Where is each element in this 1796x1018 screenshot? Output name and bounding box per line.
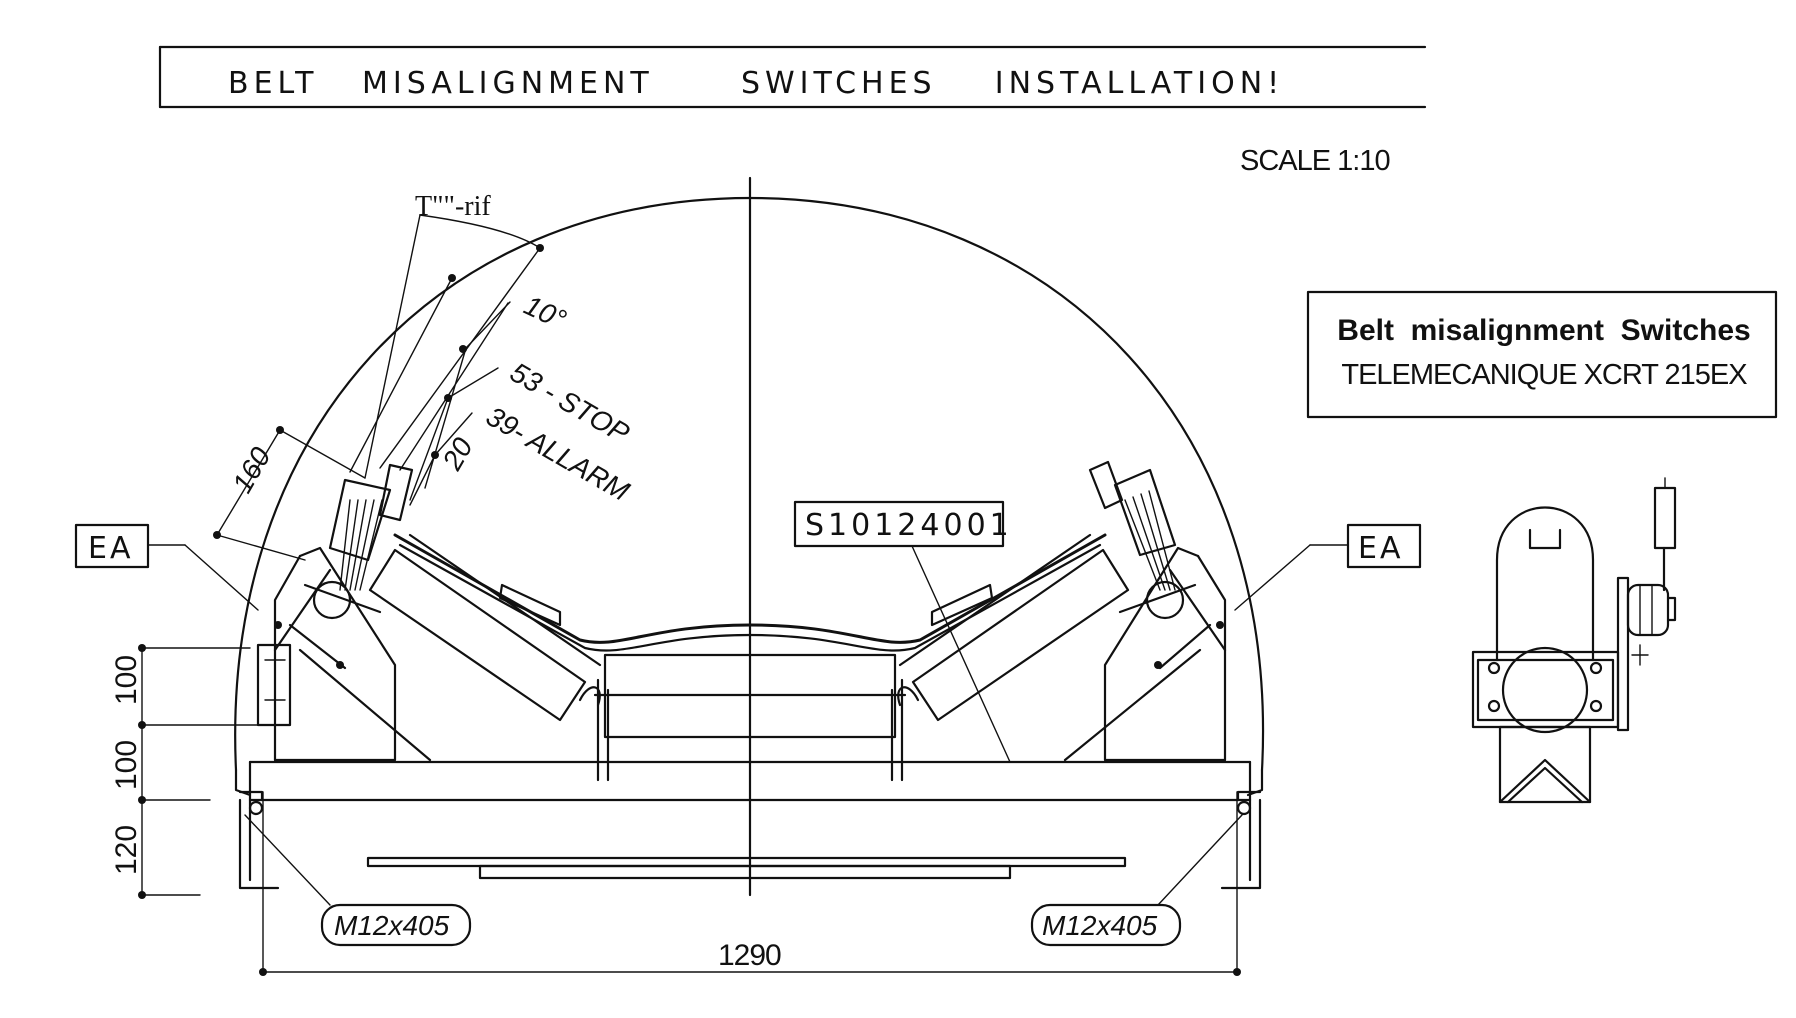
scale-label: SCALE 1:10: [1240, 145, 1390, 177]
center-roller: [593, 653, 907, 782]
left-bolt: M12x405: [244, 791, 472, 971]
ea-left-tag: EA: [74, 523, 259, 611]
right-bolt: M12x405: [1030, 791, 1252, 971]
right-wing-roller: [897, 533, 1130, 722]
part-number-tag: S10124001: [793, 500, 1013, 763]
ea-left-label: EA: [88, 531, 133, 566]
dimension-20: 20: [436, 432, 479, 476]
dimension-100-upper: 100: [110, 655, 143, 705]
dimension-160: 160: [226, 442, 276, 498]
width-dimension-label: 1290: [718, 939, 781, 972]
dimension-120: 120: [110, 825, 143, 875]
width-dimension: [259, 968, 1241, 976]
left-misalignment-switch: [274, 463, 414, 670]
angle-label: 10°: [519, 289, 570, 335]
right-misalignment-switch: [1088, 460, 1224, 670]
angle-ref-label: T""-rif: [415, 191, 491, 222]
dimension-100-lower: 100: [110, 740, 143, 790]
info-box-subtitle: TELEMECANIQUE XCRT 215EX: [1341, 359, 1747, 391]
info-box-title: Belt misalignment Switches: [1337, 314, 1750, 347]
left-wing-roller: [368, 533, 602, 722]
ea-right-label: EA: [1358, 531, 1403, 566]
right-side-bracket: [1063, 546, 1262, 890]
bolt-left-label: M12x405: [334, 910, 450, 941]
guard-side-right: [1246, 768, 1264, 797]
conveyor-belt: [393, 533, 1107, 644]
switch-dimension-lines: [213, 214, 544, 561]
left-vertical-dimensions: [138, 644, 259, 899]
guard-side-left: [234, 768, 252, 797]
ea-right-tag: EA: [1234, 523, 1422, 611]
idler-frame: [248, 760, 1252, 880]
bolt-right-label: M12x405: [1042, 910, 1158, 941]
title-frame: BELT MISALIGNMENT SWITCHES INSTALLATION!: [158, 45, 1427, 109]
left-side-bracket: [238, 546, 432, 890]
switch-detail-view: [1471, 477, 1677, 804]
switch-info-box: Belt misalignment Switches TELEMECANIQUE…: [1306, 290, 1778, 419]
part-number-label: S10124001: [805, 508, 1013, 543]
page-title: BELT MISALIGNMENT SWITCHES INSTALLATION!: [228, 66, 1284, 101]
